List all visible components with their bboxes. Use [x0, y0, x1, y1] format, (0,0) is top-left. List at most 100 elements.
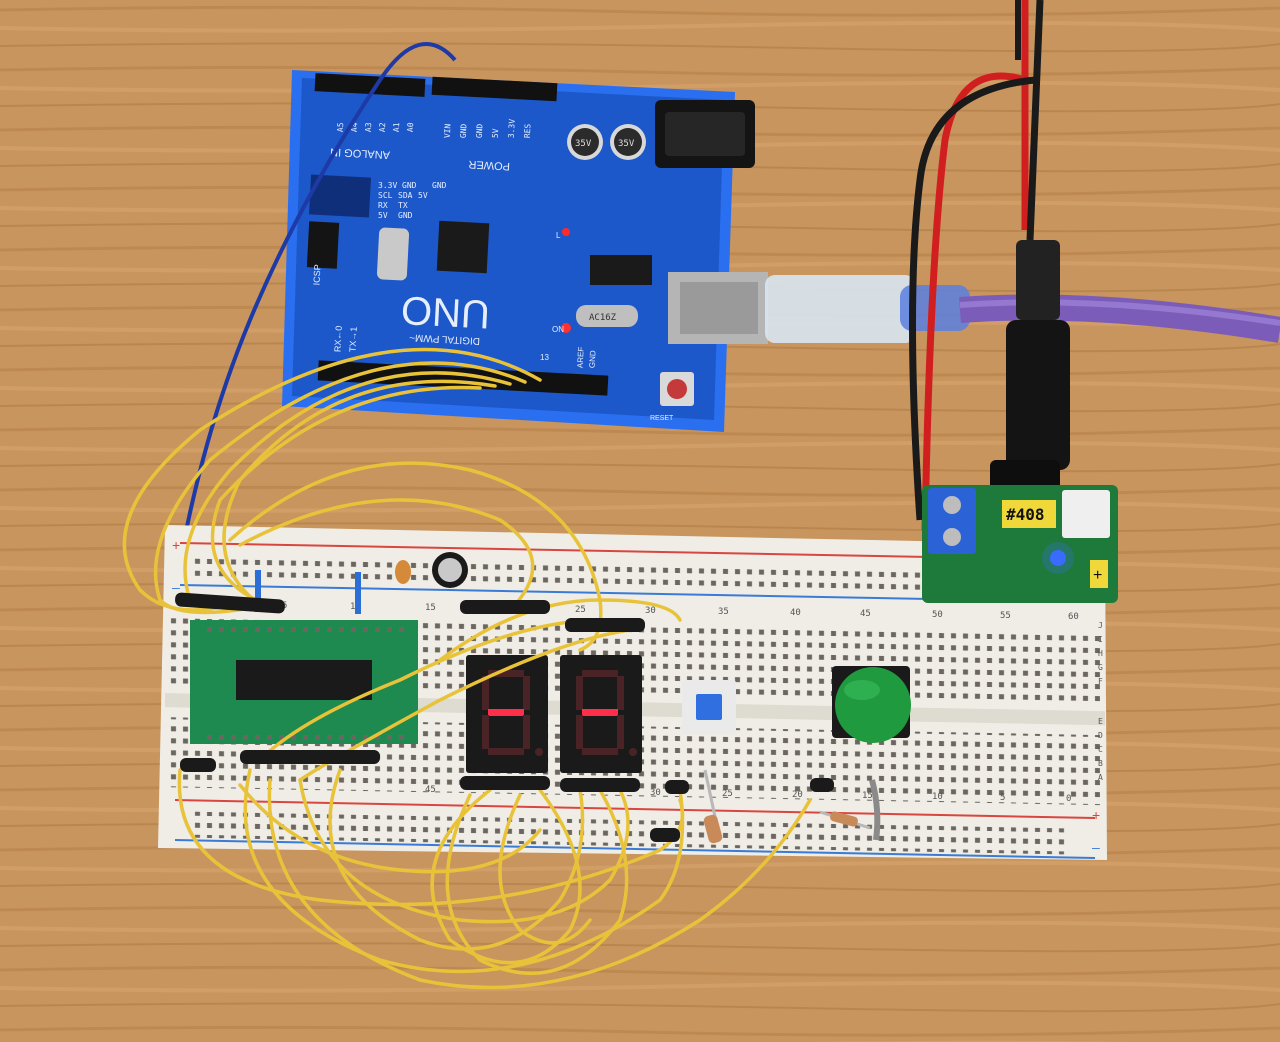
- segment-g: [488, 709, 524, 716]
- segment-dp: [629, 748, 637, 756]
- column-number: 15: [425, 603, 436, 613]
- reset-label: RESET: [650, 415, 674, 422]
- column-number: 0: [1066, 794, 1071, 804]
- header-pin-labels: 3.3V GND SCL SDA 5V GND RX TX 5V GND: [378, 181, 447, 220]
- yellow-wire: [238, 783, 542, 874]
- on-label: ON: [552, 325, 564, 334]
- yellow-wire: [498, 793, 592, 945]
- pin-grid[interactable]: [308, 174, 372, 218]
- tx-label: TX→1: [347, 326, 358, 352]
- blue-push-button[interactable]: [682, 680, 736, 734]
- row-letter: G: [1098, 663, 1103, 672]
- arduino-board: [292, 78, 724, 420]
- yellow-wire: [228, 461, 603, 652]
- usb-plug[interactable]: [765, 275, 915, 343]
- header-pin-label: RX: [378, 201, 388, 210]
- display-digit-label: 0: [594, 799, 595, 801]
- column-number: 25: [722, 789, 733, 799]
- rx-label: RX←0: [332, 325, 343, 352]
- wire-ends: [175, 592, 834, 842]
- power-pin-label: 5V: [491, 128, 501, 138]
- black-wire: [909, 0, 1044, 521]
- yellow-wire: [222, 379, 497, 607]
- crystal: [576, 305, 638, 327]
- yellow-wire: [238, 498, 535, 612]
- power-pin-label: GND: [475, 123, 485, 138]
- column-number: 60: [1068, 612, 1079, 622]
- segment-e: [576, 715, 583, 749]
- cap2-label: 35V: [618, 139, 635, 149]
- header-pin-label: 5V: [418, 191, 428, 200]
- segment-c: [617, 715, 624, 749]
- ceramic-capacitor: [395, 560, 411, 584]
- row-letter: H: [1098, 649, 1103, 658]
- header-pin-label: 3.3V: [378, 181, 397, 190]
- analog-pin-label: A2: [378, 122, 388, 132]
- row-letter: I: [1098, 635, 1103, 644]
- segments-2: [576, 670, 637, 756]
- rail-plus-label: +: [172, 537, 180, 553]
- power-led: [1050, 550, 1066, 566]
- yellow-wire: [122, 347, 542, 612]
- header-pin-label: GND: [432, 181, 447, 190]
- blue-wire: [173, 42, 457, 591]
- plus-tag: [1090, 560, 1108, 588]
- segment-g: [582, 709, 618, 716]
- analog-pin-label: A4: [350, 122, 360, 132]
- cap1-label: 35V: [575, 139, 592, 149]
- power-pin-labels: VIN GND GND 5V 3.3V RES: [443, 119, 533, 139]
- green-push-button[interactable]: [832, 666, 911, 743]
- segment-dp: [535, 748, 543, 756]
- resistor-body: [703, 814, 723, 844]
- row-letter: D: [1098, 731, 1103, 740]
- yellow-wire: [153, 361, 527, 615]
- analog-in-label: ANALOG IN: [330, 145, 391, 160]
- analog-pin-label: A5: [336, 122, 346, 132]
- digital-header[interactable]: [317, 360, 609, 396]
- arduino-uno: 35V 35V AC16Z UNO ANALOG IN POWER DIGITA…: [282, 70, 768, 432]
- column-numbers-bottom: 45 30 25 20 15 10 5 0: [425, 785, 1071, 804]
- segment-d: [582, 748, 618, 755]
- power-pin-label: RES: [523, 123, 533, 138]
- gray-jumper: [869, 779, 881, 841]
- yellow-wire: [183, 371, 512, 602]
- row-letter: E: [1098, 717, 1103, 726]
- analog-pin-label: A3: [364, 122, 374, 132]
- header-pin-label: SDA: [398, 191, 413, 200]
- jst-connector[interactable]: [1062, 490, 1110, 538]
- analog-header[interactable]: [314, 73, 426, 97]
- pin13-label: 13: [540, 353, 549, 362]
- plus-tag-label: +: [1093, 567, 1102, 584]
- power-label: POWER: [468, 158, 510, 172]
- seven-segment-display-2: 0: [560, 655, 642, 801]
- analog-pin-label: A0: [406, 122, 416, 132]
- rail-plus-label-bottom: +: [1092, 807, 1100, 823]
- header-pin-label: TX: [398, 201, 408, 210]
- screw-terminal[interactable]: [928, 488, 976, 554]
- power-header[interactable]: [431, 76, 558, 102]
- row-letter: F: [1098, 677, 1103, 686]
- ic-breakout-board: [190, 620, 418, 744]
- row-letter: A: [1098, 773, 1103, 782]
- column-number: 45: [860, 609, 871, 619]
- column-number: 50: [932, 610, 943, 620]
- icsp-header[interactable]: [306, 221, 340, 269]
- segment-d: [488, 748, 524, 755]
- yellow-wire: [177, 768, 685, 907]
- header-pin-label: 5V: [378, 211, 388, 220]
- power-pin-label: GND: [459, 123, 469, 138]
- bottom-rail-holes[interactable]: [190, 811, 1070, 855]
- usb-cable: [765, 275, 1280, 343]
- column-number: 15: [862, 791, 873, 801]
- uno-label: UNO: [400, 287, 491, 336]
- column-number: 30: [645, 606, 656, 616]
- display-digit-label: 0: [500, 799, 501, 801]
- power-pin-label: 3.3V: [507, 119, 517, 139]
- usb-serial-chip: [590, 255, 652, 285]
- microcontroller-chip: [436, 220, 490, 274]
- yellow-wire: [430, 788, 582, 965]
- column-number: 10: [932, 792, 943, 802]
- header-pin-label: GND: [402, 181, 417, 190]
- column-number: 30: [650, 788, 661, 798]
- column-number: 20: [792, 790, 803, 800]
